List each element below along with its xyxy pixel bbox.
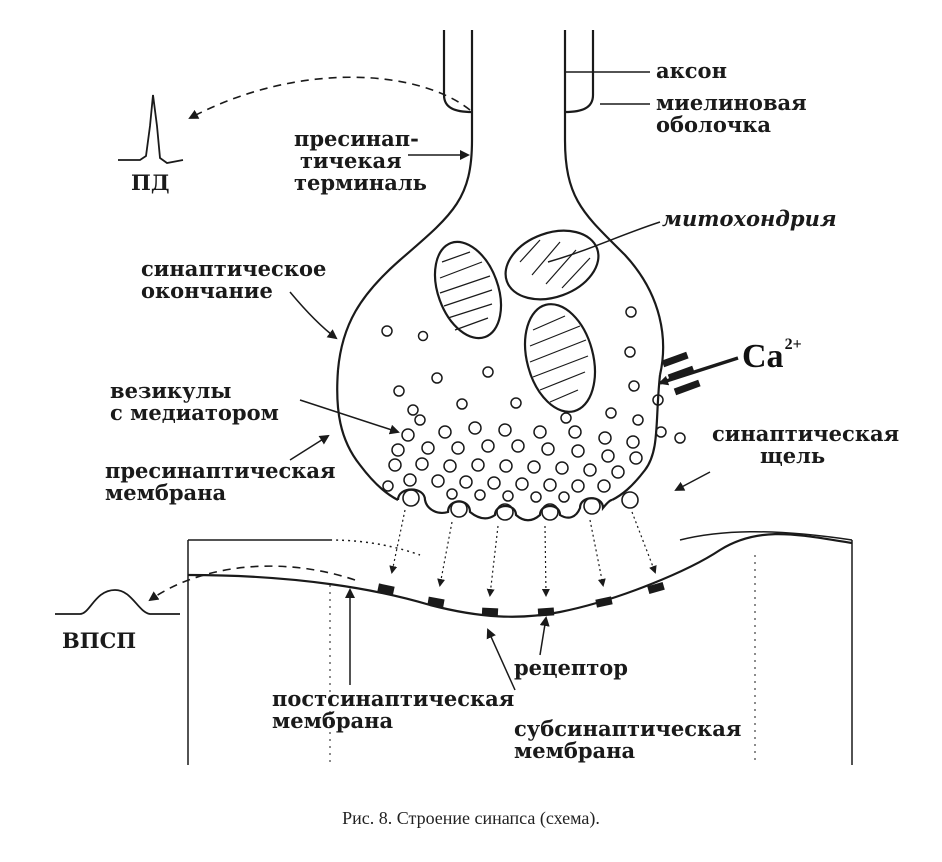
label-axon: аксон xyxy=(656,58,727,83)
ap-propagation-arrow xyxy=(188,76,471,119)
label-vesicles-line1: везикулы xyxy=(110,378,232,403)
mitochondrion-1 xyxy=(433,240,503,340)
label-presyn-membrane-line2: мембрана xyxy=(105,480,227,505)
label-cleft-line1: синаптическая xyxy=(712,421,900,446)
label-presyn-membrane-line1: пресинаптическая xyxy=(105,458,336,483)
postsynaptic-cell xyxy=(187,531,853,765)
action-potential-wave xyxy=(118,94,184,164)
mitochondrion-3 xyxy=(523,303,597,413)
axon-left-wall xyxy=(336,30,474,371)
label-myelin-line1: миелиновая xyxy=(656,90,807,115)
label-terminal-line2: тичекая xyxy=(300,148,402,173)
label-action-potential: ПД xyxy=(131,170,170,195)
label-epsp: ВПСП xyxy=(62,628,137,653)
leader-lines xyxy=(289,71,711,691)
epsp-wave xyxy=(55,589,180,615)
mediator-diffusion-arrows xyxy=(389,509,657,597)
myelin-sheath xyxy=(442,30,595,114)
postsynaptic-surface xyxy=(187,533,853,618)
calcium-charge: 2+ xyxy=(784,336,802,353)
release-sites xyxy=(396,488,613,522)
label-terminal-line1: пресинап- xyxy=(294,126,419,151)
label-terminal-line3: терминаль xyxy=(294,170,427,195)
presynaptic-membrane xyxy=(336,369,662,501)
mitochondrion-2 xyxy=(504,229,600,301)
label-subsyn-membrane-line1: субсинаптическая xyxy=(514,716,742,741)
label-ending-line2: окончание xyxy=(141,278,273,303)
label-ending-line1: синаптическое xyxy=(141,256,327,281)
synaptic-vesicles xyxy=(381,306,686,503)
exocytosis-vesicles xyxy=(402,489,639,521)
receptors xyxy=(377,581,665,617)
epsp-propagation-arrow xyxy=(148,565,356,602)
calcium-symbol: Ca xyxy=(742,338,784,375)
label-subsyn-membrane-line2: мембрана xyxy=(514,738,636,763)
label-vesicles-line2: с медиатором xyxy=(110,400,279,425)
label-calcium: Ca2+ xyxy=(742,336,802,376)
label-myelin-line2: оболочка xyxy=(656,112,771,137)
label-receptor: рецептор xyxy=(514,655,628,680)
label-postsyn-membrane-line1: постсинаптическая xyxy=(272,686,515,711)
figure-caption: Рис. 8. Строение синапса (схема). xyxy=(342,808,600,828)
axon-right-wall xyxy=(563,30,665,376)
axon xyxy=(336,30,665,376)
calcium-arrow xyxy=(658,356,739,386)
label-cleft-line2: щель xyxy=(760,443,826,468)
label-postsyn-membrane-line2: мембрана xyxy=(272,708,394,733)
label-mitochondria: митохондрия xyxy=(662,206,837,231)
